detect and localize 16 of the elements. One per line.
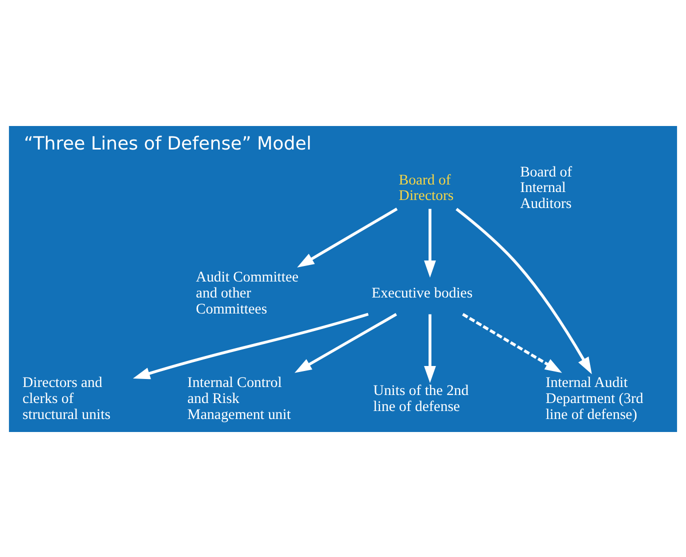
arrow [294,312,397,372]
arrow [424,208,436,278]
arrow [462,312,562,372]
arrow [424,314,436,382]
arrow [297,207,398,267]
node-text: Board of Directors [398,172,454,204]
arrow [132,312,369,379]
node-text: Executive bodies [372,285,473,302]
diagram-title: “Three Lines of Defense” Model [24,133,312,154]
node-text: Directors and clerks of structural units [22,374,110,422]
node-text: Board of Internal Auditors [520,164,572,212]
node-text: Internal Control and Risk Management unit [187,374,291,422]
arrow [456,207,592,374]
node-text: Audit Committee and other Committees [196,269,299,317]
node-text: Internal Audit Department (3rd line of defense) [546,374,644,422]
node-text: Units of the 2nd line of defense [373,382,469,414]
